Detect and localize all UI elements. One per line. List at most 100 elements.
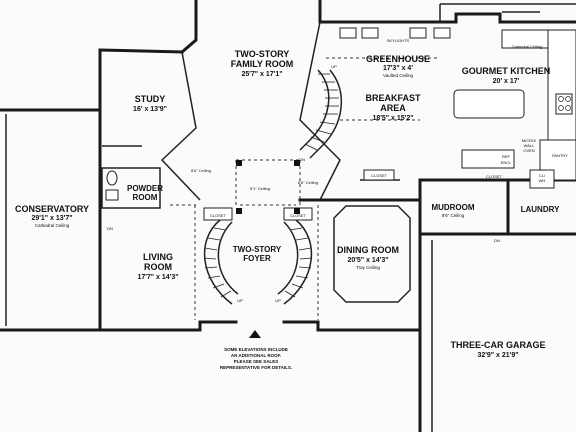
conservatory-note: Cathedral Ceiling — [35, 223, 70, 228]
greenhouse-dims: 17'3" x 4' — [383, 65, 413, 72]
family-stair-inner — [309, 69, 343, 159]
greenhouse-name: GREENHOUSE — [366, 54, 430, 64]
column-2 — [294, 160, 300, 166]
dn-mudroom-label: DN — [494, 238, 500, 243]
wall-study-top — [98, 48, 184, 54]
mudroom-note: 8'6" Ceiling — [442, 213, 465, 218]
wall-label: WALL — [524, 143, 536, 148]
ref-label: REF — [502, 154, 511, 159]
mudroom-name: MUDROOM — [431, 203, 474, 212]
closet-left-label: CLOSET — [210, 213, 227, 218]
stairs — [203, 69, 343, 305]
cl-label: CL/ — [539, 173, 546, 178]
dashed-openings — [170, 57, 440, 320]
ref-enclosure — [461, 149, 515, 169]
living-dims: 17'7" x 14'3" — [137, 274, 178, 281]
footnote-line-2: AN ADDITIONAL ROOF. — [231, 353, 281, 358]
conservatory-name: CONSERVATORY — [15, 204, 89, 214]
powder-name-2: ROOM — [133, 193, 158, 202]
dining-dims: 20'5" x 14'3" — [347, 257, 388, 264]
living-name: LIVING — [143, 252, 173, 262]
skylight-3 — [409, 27, 427, 39]
family-stair-treads — [304, 73, 339, 151]
encl-label: ENCL — [501, 160, 512, 165]
foyer-left-stair-inner — [217, 221, 239, 295]
kitchen-counter-right — [547, 29, 576, 141]
closet-left-box — [203, 207, 233, 221]
greenhouse-note: Vaulted Ceiling — [383, 73, 413, 78]
dn-family-label: DN — [299, 157, 305, 162]
conservatory-dims: 29'1" x 13'7" — [31, 215, 72, 222]
wall-kitchen-top — [320, 12, 576, 24]
powder-name: POWDER — [127, 184, 163, 193]
up-family-label: UP — [331, 64, 337, 69]
column-1 — [236, 160, 242, 166]
column-4 — [294, 208, 300, 214]
skylights-label: SKYLIGHTS — [387, 38, 410, 43]
foyer-name-2: FOYER — [243, 254, 271, 263]
burner-3 — [558, 105, 564, 111]
wall-octagon-left — [160, 51, 201, 201]
up-right-label: UP — [275, 298, 281, 303]
breakfast-dims: 18'5" x 15'2" — [372, 115, 413, 122]
burner-4 — [565, 105, 571, 111]
oven-label: OVEN — [523, 148, 534, 153]
small-labels: 8'6" Ceiling 9'1" Ceiling 8'6" Ceiling C… — [107, 64, 568, 303]
foyer-name: TWO-STORY — [233, 245, 282, 254]
column-3 — [236, 208, 242, 214]
kitchen-dims: 20' x 17' — [493, 78, 520, 85]
skylight-4 — [433, 27, 451, 39]
dn-conservatory-label: DN — [107, 226, 113, 231]
pantry-label: PANTRY — [552, 153, 568, 158]
ceiling-86-right: 8'6" Ceiling — [298, 180, 318, 185]
closet-top-label: CLOSET — [371, 173, 388, 178]
wall-octagon-right — [299, 21, 341, 201]
footnote-line-3: PLEASE SEE SALES — [234, 359, 279, 364]
family-room-name-2: FAMILY ROOM — [231, 59, 294, 69]
family-room-name: TWO-STORY — [235, 49, 290, 59]
garage-name: THREE-CAR GARAGE — [450, 340, 545, 350]
skylight-1 — [339, 27, 357, 39]
dining-note: Tray Ceiling — [356, 265, 380, 270]
foyer-left-stair-treads — [203, 227, 232, 298]
living-name-2: ROOM — [144, 262, 172, 272]
breakfast-name: BREAKFAST — [365, 93, 421, 103]
wall-powder-room — [101, 167, 161, 209]
micro-label: MICRO/ — [522, 138, 537, 143]
wh-label: WH — [539, 178, 546, 183]
wall-living-bottom — [98, 320, 238, 332]
family-stair-outer — [299, 69, 330, 151]
powder-sink — [105, 189, 119, 201]
footnote-line-4: REPRESENTATIVE FOR DETAILS. — [220, 365, 292, 370]
cathedral-ceiling-kitchen: Cathedral Ceiling — [512, 44, 543, 49]
closet-mud-label: CLOSET — [486, 174, 503, 179]
skylight-2 — [361, 27, 379, 39]
up-left-label: UP — [237, 298, 243, 303]
toilet — [106, 170, 118, 186]
foyer-right-stair-inner — [277, 221, 299, 295]
wall-family-left — [179, 0, 198, 55]
dining-tray-ceiling — [333, 205, 411, 303]
footnote-line-1: SOME ELEVATIONS INCLUDE — [224, 347, 288, 352]
cl-wh-box — [529, 169, 555, 189]
fixtures — [105, 27, 576, 338]
closet-top-box — [363, 169, 395, 181]
garage-dims: 32'9" x 21'9" — [477, 352, 518, 359]
room-labels: TWO-STORY FAMILY ROOM 25'7" x 17'1" GREE… — [15, 38, 560, 359]
kitchen-name: GOURMET KITCHEN — [462, 66, 551, 76]
front-door-marker — [249, 330, 261, 338]
family-room-dims: 25'7" x 17'1" — [241, 71, 282, 78]
burner-1 — [558, 96, 564, 102]
breakfast-name-2: AREA — [380, 103, 406, 113]
ceiling-91: 9'1" Ceiling — [250, 186, 270, 191]
ceiling-86-left: 8'6" Ceiling — [191, 168, 211, 173]
foyer-right-stair-treads — [284, 227, 313, 298]
study-dims: 16' x 13'9" — [133, 106, 167, 113]
study-name: STUDY — [135, 94, 166, 104]
kitchen-range — [555, 93, 573, 115]
dining-name: DINING ROOM — [337, 245, 399, 255]
burner-2 — [565, 96, 571, 102]
